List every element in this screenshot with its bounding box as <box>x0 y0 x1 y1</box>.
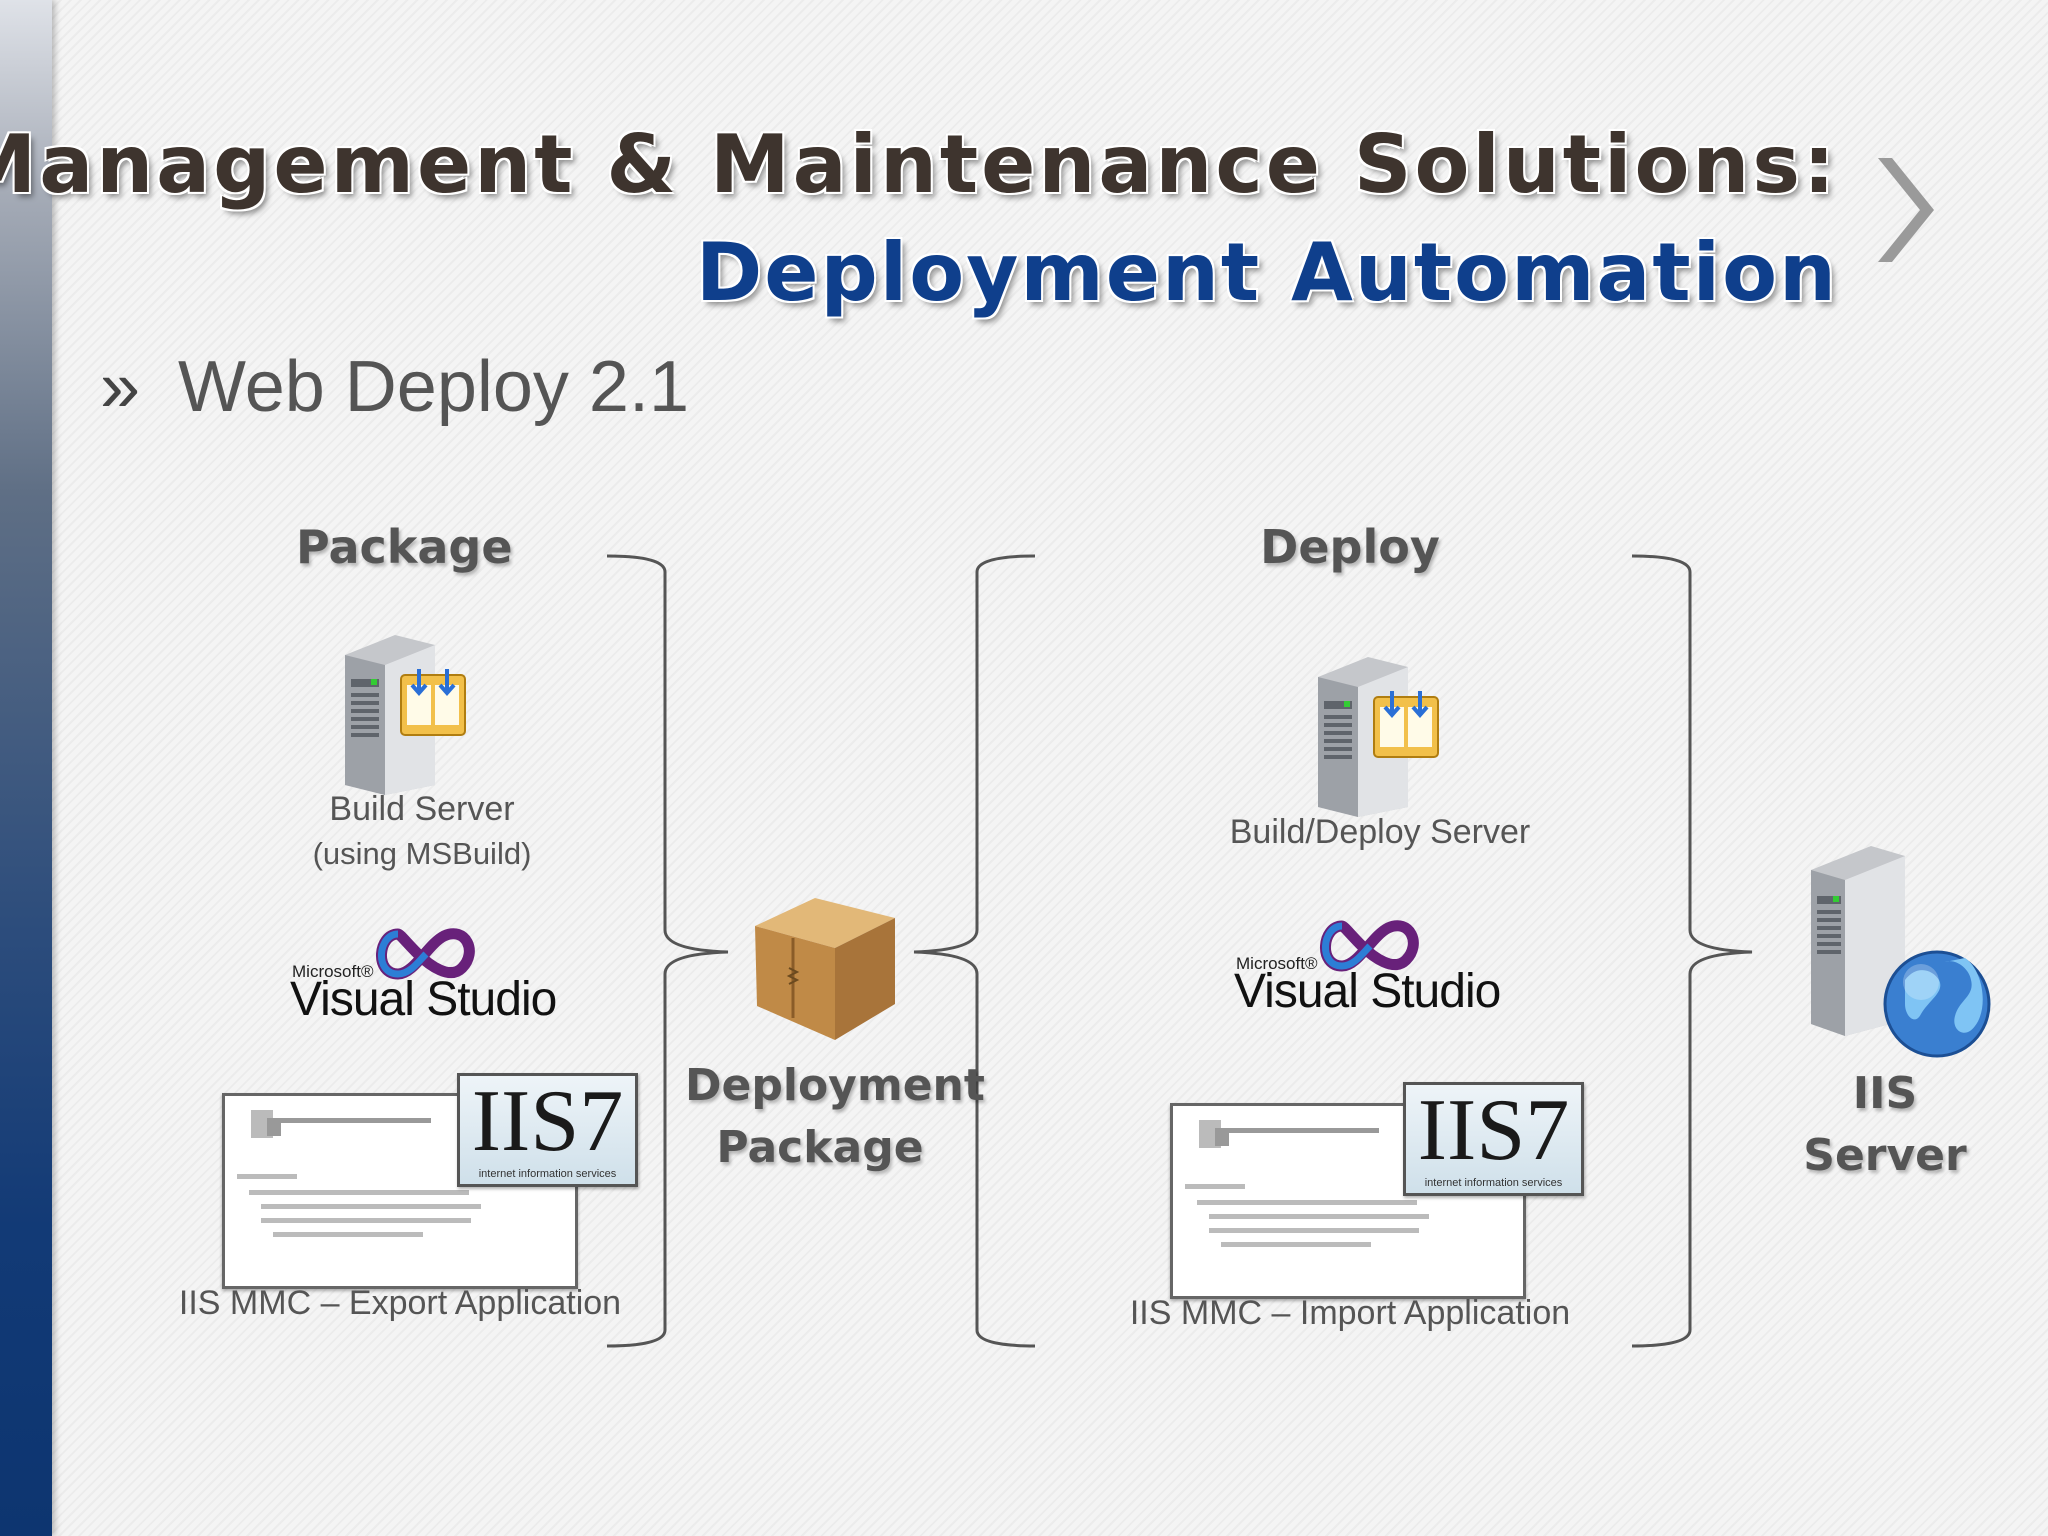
bullet-marker: » <box>100 347 141 427</box>
vs-microsoft-text: Microsoft® <box>292 962 374 981</box>
package-box-icon <box>755 898 895 1040</box>
vs-infinity-icon <box>1320 920 1419 972</box>
vs-name-text: Visual Studio <box>1234 965 1501 1018</box>
iis7-badge-text: IIS7 <box>1417 1082 1570 1179</box>
package-right-brace <box>606 554 729 1348</box>
web-server-globe-icon <box>1811 846 1991 1058</box>
build-server-icon <box>345 635 466 795</box>
deployment-package-label: Deployment Package <box>685 1055 985 1179</box>
build-server-sublabel: (using MSBuild) <box>312 836 532 871</box>
build-deploy-server-label: Build/Deploy Server <box>1229 813 1531 851</box>
deploy-heading: Deploy <box>1260 520 1440 574</box>
slide-subtitle: Deployment Automation <box>695 226 1838 319</box>
left-accent-bar <box>0 0 52 1536</box>
iis7-badge: IIS7 internet information services <box>1403 1082 1584 1196</box>
vs-microsoft-text: Microsoft® <box>1236 954 1318 973</box>
visual-studio-logo: Microsoft® Visual Studio <box>1234 914 1516 1034</box>
iis-server-line1: IIS <box>1852 1068 1918 1119</box>
bullet-text: Web Deploy 2.1 <box>178 347 690 427</box>
iis-import-label: IIS MMC – Import Application <box>1129 1294 1571 1332</box>
deploy-left-brace <box>913 554 1036 1348</box>
iis7-badge-subtext: internet information services <box>1424 1177 1563 1189</box>
deployment-package-line1: Deployment <box>685 1060 985 1111</box>
vs-name-text: Visual Studio <box>290 973 557 1026</box>
next-chevron-icon[interactable] <box>1870 150 1940 270</box>
iis-server-label: IIS Server <box>1775 1063 1995 1187</box>
package-wizard-icon <box>251 1110 281 1138</box>
build-server-label: Build Server <box>329 790 515 828</box>
deploy-right-brace <box>1631 554 1753 1348</box>
iis-server-line2: Server <box>1803 1130 1967 1181</box>
iis-export-label: IIS MMC – Export Application <box>178 1284 622 1322</box>
iis7-badge-text: IIS7 <box>471 1073 624 1170</box>
package-heading: Package <box>296 520 513 574</box>
iis7-badge-subtext: internet information services <box>478 1168 617 1180</box>
slide-title: Management & Maintenance Solutions: <box>0 118 1838 211</box>
deployment-package-line2: Package <box>716 1122 924 1173</box>
package-wizard-icon <box>1199 1120 1229 1148</box>
bullet-item: » Web Deploy 2.1 <box>100 346 689 428</box>
iis7-badge: IIS7 internet information services <box>457 1073 638 1187</box>
vs-infinity-icon <box>376 928 475 980</box>
build-deploy-server-icon <box>1318 657 1439 817</box>
visual-studio-logo: Microsoft® Visual Studio <box>290 922 572 1042</box>
